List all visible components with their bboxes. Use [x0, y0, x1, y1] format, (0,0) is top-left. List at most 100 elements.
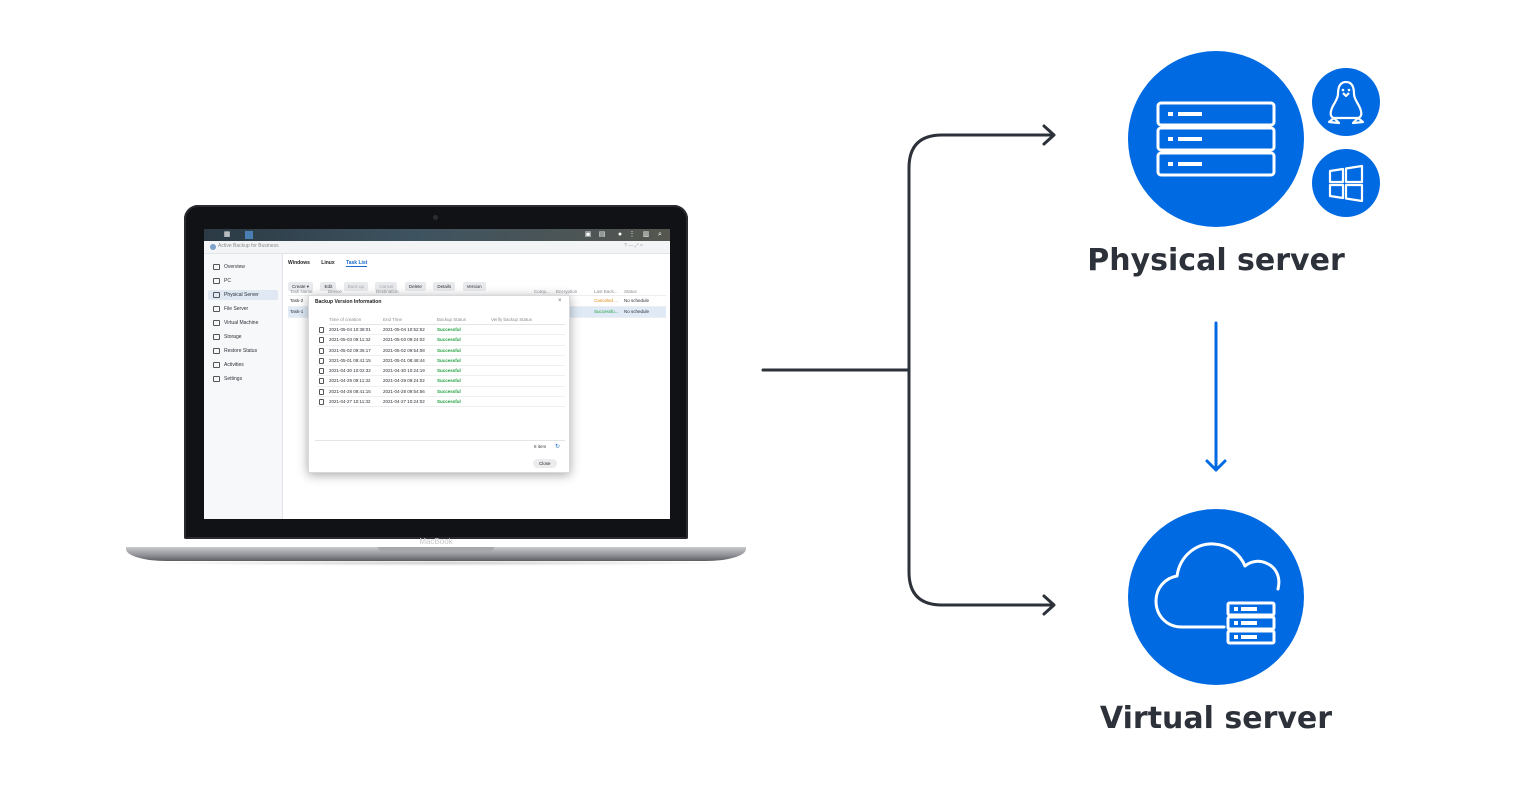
windows-logo-icon — [1328, 164, 1364, 203]
table-row[interactable]: 2021-04-29 09:11:32 2021-04-29 09:24:02 Su… — [317, 376, 565, 387]
sidebar-item-overview[interactable]: Overview — [208, 262, 278, 272]
main-menu-icon[interactable]: ▦ — [223, 231, 231, 238]
options-icon[interactable]: ⋮ — [628, 231, 636, 238]
edit-button[interactable]: Edit — [320, 282, 337, 291]
tasks-icon[interactable]: ▤ — [598, 231, 606, 238]
branch-bottom-line — [907, 368, 1055, 607]
linux-penguin-icon — [1327, 80, 1365, 125]
close-icon[interactable]: × — [558, 298, 562, 304]
sidebar-item-physical-server[interactable]: Physical Server — [208, 290, 278, 300]
physical-server-icon — [213, 291, 220, 298]
tab-task-list[interactable]: Task List — [346, 260, 368, 267]
backup-status: Successful — [437, 399, 461, 405]
sidebar-item-activities[interactable]: Activities — [208, 360, 278, 370]
backup-status: Successful — [437, 378, 461, 384]
creation-time: 2021-04-29 09:11:32 — [329, 378, 371, 384]
branch-top-line — [907, 133, 1055, 372]
widgets-icon[interactable]: ▥ — [642, 231, 650, 238]
sidebar-item-label: Restore Status — [224, 348, 258, 354]
end-time: 2021-05-02 09:54:08 — [383, 347, 425, 353]
search-icon[interactable]: ⌕ — [658, 231, 662, 238]
create-button[interactable]: Create ▾ — [288, 282, 314, 291]
physical-server-circle — [1128, 51, 1304, 227]
last-backup-status: Canceled ... — [594, 298, 619, 303]
column-header[interactable]: End Time — [383, 317, 403, 322]
column-header[interactable]: Time of creation — [329, 317, 362, 322]
item-count: 8 item — [534, 444, 547, 449]
tab-bar: Windows Linux Task List — [288, 260, 377, 268]
column-header[interactable]: Comp... — [534, 289, 550, 294]
end-time: 2021-04-29 09:24:02 — [383, 378, 425, 384]
laptop-shadow — [140, 560, 740, 566]
task-name: Task-1 — [290, 309, 304, 314]
task-name: Task-2 — [290, 298, 304, 303]
refresh-icon[interactable]: ↻ — [555, 444, 561, 450]
column-header[interactable]: Status — [624, 289, 637, 294]
dialog-divider — [315, 440, 565, 441]
version-button[interactable]: Version — [462, 282, 486, 291]
cancel-button[interactable]: Cancel — [375, 282, 398, 291]
tab-linux[interactable]: Linux — [321, 260, 335, 266]
end-time: 2021-05-04 10:52:52 — [383, 327, 425, 332]
dialog-title: Backup Version Information — [315, 299, 382, 305]
arrow-to-physical-head — [1042, 124, 1056, 146]
sidebar-item-virtual-machine[interactable]: Virtual Machine — [208, 318, 278, 328]
column-header[interactable]: Task Name — [290, 289, 313, 294]
gear-icon — [213, 375, 220, 382]
sidebar-item-storage[interactable]: Storage — [208, 332, 278, 342]
backup-status: Successful — [437, 388, 461, 394]
user-icon[interactable]: ● — [617, 231, 623, 238]
close-button[interactable]: Close — [533, 459, 557, 468]
activities-icon — [213, 361, 220, 368]
desktop-taskbar: ▦ ▣ ▤ ● ⋮ ▥ ⌕ — [204, 229, 670, 241]
column-header[interactable]: Verify backup Status — [491, 317, 533, 322]
sidebar-item-restore-status[interactable]: Restore Status — [208, 346, 278, 356]
sidebar-item-label: Storage — [224, 334, 242, 340]
creation-time: 2021-05-04 10:38:01 — [329, 327, 371, 332]
sidebar-item-label: Physical Server — [224, 292, 259, 298]
back-up-button[interactable]: Back up — [343, 282, 368, 291]
backup-status: Successful — [437, 347, 461, 353]
server-rack-icon — [1156, 101, 1276, 177]
app-shortcut-icon[interactable] — [245, 231, 253, 239]
creation-time: 2021-04-30 10:02:32 — [329, 368, 371, 374]
toolbar: Create ▾ Edit Back up Cancel Delete Deta… — [288, 275, 489, 291]
virtual-server-circle — [1128, 509, 1304, 685]
sidebar-item-settings[interactable]: Settings — [208, 374, 278, 384]
lock-icon — [319, 357, 324, 364]
cloud-server-icon — [1154, 542, 1281, 645]
details-button[interactable]: Details — [433, 282, 456, 291]
tab-windows[interactable]: Windows — [288, 260, 310, 266]
table-row[interactable]: 2021-04-27 10:11:32 2021-04-27 10:24:02 Su… — [317, 397, 565, 408]
lock-icon — [319, 388, 324, 395]
creation-time: 2021-04-27 10:11:32 — [329, 399, 371, 405]
column-header[interactable]: Backup Status — [437, 317, 467, 322]
table-row[interactable]: 2021-05-02 09:35:17 2021-05-02 09:54:08 Su… — [317, 346, 565, 356]
sidebar: Overview PC Physical Server File Server … — [204, 254, 283, 519]
window-title: Active Backup for Business — [218, 243, 279, 249]
linux-os-circle — [1312, 68, 1380, 136]
column-header[interactable]: Last Back... — [594, 289, 618, 294]
app-logo-icon — [210, 244, 216, 250]
end-time: 2021-04-27 10:24:02 — [383, 399, 425, 405]
column-header[interactable]: Device — [328, 289, 342, 294]
sidebar-item-file-server[interactable]: File Server — [208, 304, 278, 314]
column-header[interactable]: Encryption — [556, 289, 578, 294]
column-header[interactable]: Destination — [376, 289, 399, 294]
sidebar-item-pc[interactable]: PC — [208, 276, 278, 286]
end-time: 2021-05-01 08:48:44 — [383, 357, 425, 363]
lock-icon — [319, 399, 324, 406]
laptop-camera — [433, 215, 438, 220]
schedule-status: No schedule — [624, 298, 650, 303]
delete-button[interactable]: Delete — [404, 282, 426, 291]
notification-icon[interactable]: ▣ — [584, 231, 592, 238]
window-controls[interactable]: ? — ⤢ × — [624, 243, 643, 249]
creation-time: 2021-05-02 09:35:17 — [329, 347, 371, 353]
